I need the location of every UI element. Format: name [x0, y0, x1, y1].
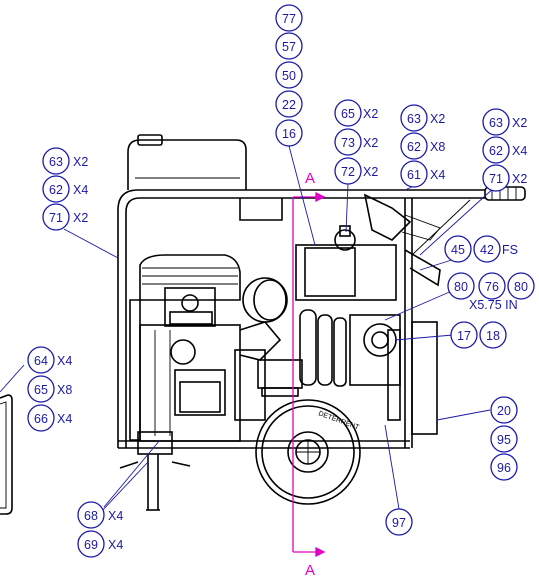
callout-71-right: 71 X2 [482, 164, 527, 192]
wheel-text: DETERRENT [317, 410, 360, 431]
callout-62-right: 62 X4 [482, 136, 527, 164]
svg-text:X2: X2 [73, 155, 88, 169]
callout-22: 22 [275, 90, 303, 118]
svg-text:X2: X2 [73, 211, 88, 225]
callout-69: 69 X4 [77, 530, 123, 558]
svg-text:62: 62 [489, 144, 503, 158]
svg-text:X2: X2 [512, 172, 527, 186]
callout-45: 45 [444, 235, 472, 263]
svg-text:68: 68 [84, 509, 98, 523]
callout-68: 68 X4 [77, 501, 123, 529]
callout-63-right: 63 X2 [482, 108, 527, 136]
svg-text:65: 65 [34, 383, 48, 397]
svg-text:96: 96 [497, 461, 511, 475]
callout-95: 95 [490, 425, 518, 453]
svg-text:X4: X4 [57, 354, 72, 368]
svg-text:62: 62 [407, 140, 421, 154]
svg-text:18: 18 [486, 329, 500, 343]
callout-50: 50 [275, 61, 303, 89]
callout-20: 20 [490, 396, 518, 424]
callout-62: 62 X8 [400, 132, 445, 160]
callout-96: 96 [490, 453, 518, 481]
callout-57: 57 [275, 32, 303, 60]
svg-text:X8: X8 [57, 383, 72, 397]
callout-65-left: 65 X8 [27, 375, 72, 403]
section-label-bottom: A [305, 562, 315, 579]
svg-text:X4: X4 [108, 509, 123, 523]
fuel-tank [127, 134, 283, 221]
svg-text:65: 65 [341, 107, 355, 121]
callout-63: 63 X2 [400, 104, 445, 132]
svg-text:73: 73 [341, 136, 355, 150]
svg-text:X2: X2 [430, 112, 445, 126]
callout-64: 64 X4 [27, 346, 72, 374]
feet [119, 431, 191, 511]
callout-71-left: 71 X2 [42, 203, 88, 231]
callout-72: 72 X2 [334, 157, 378, 185]
leader-lines [63, 145, 497, 514]
svg-text:X4: X4 [430, 168, 445, 182]
callout-76: 76 [478, 272, 506, 300]
hydraulic-section [295, 225, 401, 421]
svg-text:20: 20 [497, 404, 511, 418]
section-line-a-a: A A [292, 170, 326, 579]
svg-text:62: 62 [49, 183, 63, 197]
callout-62-left: 62 X4 [42, 175, 88, 203]
callout-61: 61 X4 [400, 160, 445, 188]
svg-text:22: 22 [282, 98, 296, 112]
svg-text:X4: X4 [73, 183, 88, 197]
svg-text:80: 80 [454, 280, 468, 294]
svg-text:X8: X8 [430, 140, 445, 154]
svg-text:X2: X2 [512, 116, 527, 130]
svg-text:80: 80 [514, 280, 528, 294]
callout-65: 65 X2 [334, 99, 378, 127]
svg-text:63: 63 [489, 116, 503, 130]
callout-73: 73 X2 [334, 128, 378, 156]
svg-text:61: 61 [407, 168, 421, 182]
callout-17: 17 [450, 321, 478, 349]
callout-18: 18 [479, 321, 507, 349]
dimension-note: X5.75 IN [469, 298, 518, 312]
callout-42: 42 FS [473, 235, 518, 263]
svg-text:X4: X4 [108, 538, 123, 552]
callout-80-right: 80 [507, 272, 535, 300]
svg-text:42: 42 [480, 243, 494, 257]
svg-text:76: 76 [485, 280, 499, 294]
svg-text:72: 72 [341, 165, 355, 179]
callout-66: 66 X4 [27, 404, 72, 432]
engine [129, 254, 303, 442]
callout-97: 97 [385, 508, 413, 536]
svg-text:63: 63 [49, 155, 63, 169]
svg-text:16: 16 [282, 127, 296, 141]
callout-63-left: 63 X2 [42, 147, 88, 175]
svg-text:71: 71 [489, 172, 503, 186]
svg-text:X2: X2 [363, 165, 378, 179]
svg-text:X4: X4 [57, 412, 72, 426]
svg-text:X4: X4 [512, 144, 527, 158]
svg-text:X2: X2 [363, 136, 378, 150]
svg-text:95: 95 [497, 433, 511, 447]
section-label-top: A [305, 170, 315, 187]
svg-text:FS: FS [502, 243, 518, 257]
svg-text:97: 97 [392, 516, 406, 530]
svg-text:X2: X2 [363, 107, 378, 121]
callout-77: 77 [275, 4, 303, 32]
svg-text:50: 50 [282, 69, 296, 83]
svg-text:64: 64 [34, 354, 48, 368]
svg-text:77: 77 [282, 12, 296, 26]
svg-text:69: 69 [84, 538, 98, 552]
svg-text:57: 57 [282, 40, 296, 54]
svg-text:45: 45 [451, 243, 465, 257]
callout-80-left: 80 [447, 272, 475, 300]
side-panel-partial [0, 364, 25, 515]
wheel: DETERRENT [255, 399, 361, 505]
svg-text:66: 66 [34, 412, 48, 426]
svg-text:17: 17 [457, 329, 471, 343]
svg-text:63: 63 [407, 112, 421, 126]
svg-text:71: 71 [49, 211, 63, 225]
right-control-box [363, 193, 441, 435]
callout-16: 16 [275, 119, 303, 147]
